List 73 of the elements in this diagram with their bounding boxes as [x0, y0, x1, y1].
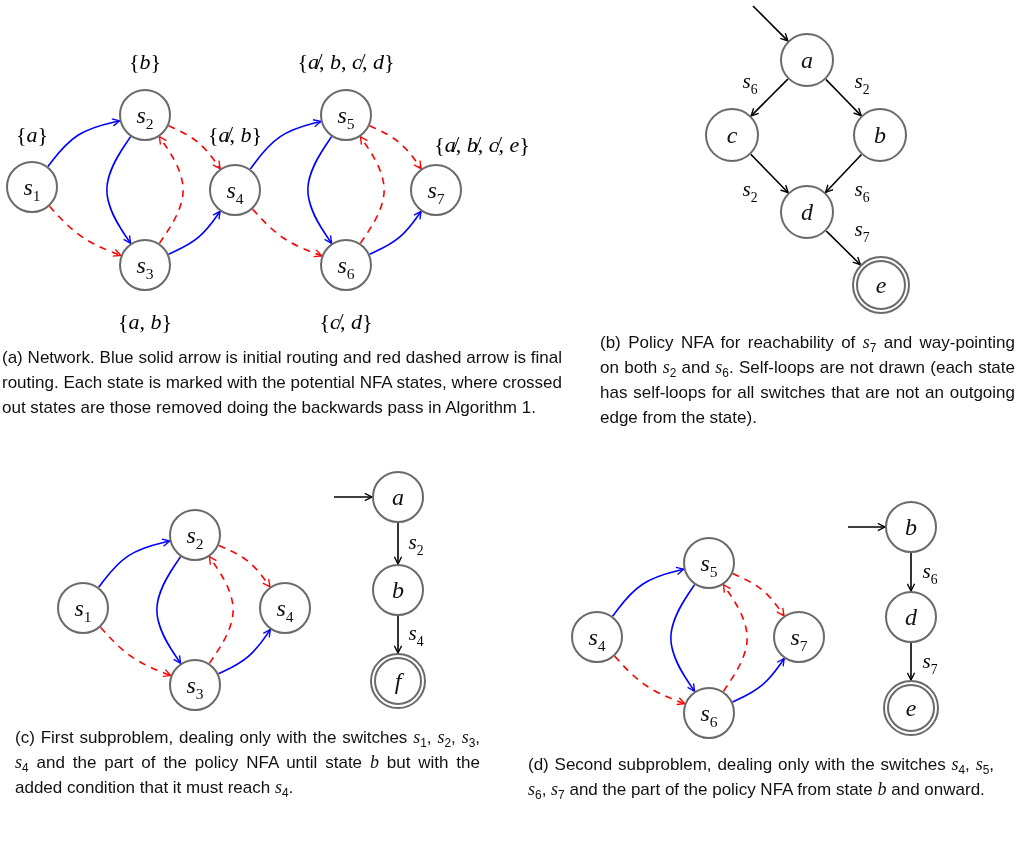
state-circle: s$_{7}$ — [410, 164, 462, 216]
state-circle: s$_{2}$ — [119, 89, 171, 141]
arrow — [359, 135, 385, 245]
arrow — [393, 615, 403, 654]
caption: (b) Policy NFA for reachability of s$_{7}$ and way-pointing on both s$_{2}$ and s$_{6}$. Self-loops are not drawn (each state has self-loops for all switches that are not an outgoing edge from the state). — [600, 331, 1015, 429]
arrow — [393, 522, 403, 565]
arrow — [251, 208, 323, 258]
state-circle: s$_{1}$ — [57, 582, 109, 634]
state-circle: s$_{4}$ — [571, 611, 623, 663]
arrow — [906, 552, 916, 592]
state-circle: d — [780, 185, 834, 239]
arrow — [249, 119, 322, 170]
state-set-label: {a̸, b̸, c̸, e} — [434, 132, 530, 158]
state-circle: s$_{5}$ — [320, 89, 372, 141]
state-circle: s$_{3}$ — [119, 239, 171, 291]
state-set-label: {b} — [128, 49, 162, 75]
arrow — [47, 118, 121, 168]
arrow — [731, 572, 785, 617]
arrow — [752, 5, 789, 42]
arrow — [208, 555, 234, 665]
arrow — [368, 210, 422, 255]
arrow — [368, 125, 422, 170]
state-set-label: {c̸, d} — [319, 309, 373, 335]
state-circle: s$_{5}$ — [683, 537, 735, 589]
arrow — [106, 135, 132, 245]
caption: (c) First subproblem, dealing only with the switches s$_{1}$, s$_{2}$, s$_{3}$, s$_{4}$ and the part of the policy NFA until state b but with the added condition that it must reach s$_{4}$. — [15, 726, 480, 800]
accepting-state-circle: f — [370, 653, 426, 709]
arrow — [731, 657, 786, 703]
arrow — [156, 555, 182, 665]
state-circle: s$_{4}$ — [209, 164, 261, 216]
state-circle: s$_{3}$ — [169, 659, 221, 711]
arrow — [99, 626, 172, 677]
arrow — [825, 230, 862, 266]
arrow — [307, 135, 333, 245]
arrow — [611, 566, 685, 617]
state-circle: s$_{7}$ — [773, 611, 825, 663]
arrow — [167, 125, 221, 170]
arrow — [218, 544, 271, 588]
state-circle: d — [885, 591, 937, 643]
state-set-label: {a̸, b, c̸, d} — [297, 49, 395, 75]
arrow — [158, 135, 184, 245]
arrow — [48, 205, 122, 257]
arrow — [825, 78, 862, 117]
state-circle: s$_{2}$ — [169, 509, 221, 561]
state-circle: a — [372, 471, 424, 523]
state-circle: b — [853, 108, 907, 162]
arrow — [824, 153, 863, 194]
caption: (d) Second subproblem, dealing only with the switches s$_{4}$, s$_{5}$, s$_{6}$, s$_{7}$ and the part of the policy NFA from state b and onward. — [528, 753, 994, 802]
caption: (a) Network. Blue solid arrow is initial routing and red dashed arrow is final routing. Each state is marked with the potential NFA states, where crossed out states are those removed doing the backwards pass in Algorithm 1. — [2, 347, 562, 419]
arrow — [906, 642, 916, 681]
state-set-label: {a} — [15, 122, 49, 148]
arrow — [670, 583, 696, 693]
state-circle: b — [372, 564, 424, 616]
arrow — [167, 210, 221, 255]
state-circle: s$_{6}$ — [320, 239, 372, 291]
accepting-state-circle: e — [883, 680, 939, 736]
state-circle: c — [705, 108, 759, 162]
arrow — [722, 583, 748, 693]
state-circle: a — [780, 33, 834, 87]
arrow — [613, 655, 686, 706]
state-set-label: {a, b} — [117, 309, 173, 335]
arrow — [217, 628, 272, 675]
arrow — [333, 492, 373, 502]
state-circle: s$_{1}$ — [6, 161, 58, 213]
arrow — [847, 522, 886, 532]
arrow — [750, 153, 789, 194]
arrow — [97, 538, 171, 589]
state-circle: s$_{6}$ — [683, 687, 735, 739]
state-circle: s$_{4}$ — [259, 582, 311, 634]
accepting-state-circle: e — [852, 256, 910, 314]
state-circle: b — [885, 501, 937, 553]
state-set-label: {a̸, b} — [207, 122, 263, 148]
arrow — [750, 78, 789, 117]
